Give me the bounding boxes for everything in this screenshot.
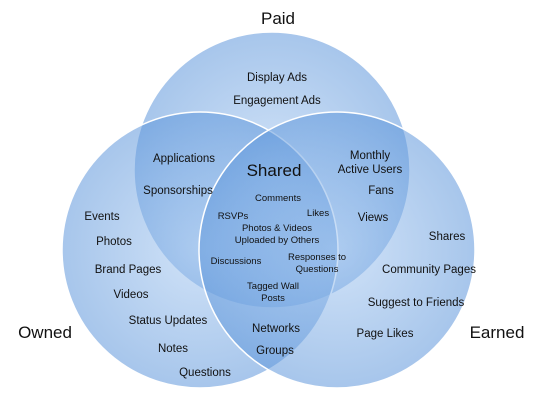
earned-item: Shares [429, 231, 466, 243]
shared-item: Uploaded by Others [235, 235, 320, 246]
shared-item: Comments [255, 193, 301, 204]
shared-item: RSVPs [218, 211, 249, 222]
earned-label: Earned [470, 323, 525, 342]
earned-item: Suggest to Friends [368, 297, 465, 309]
shared-item: Questions [296, 264, 339, 275]
shared-item: Photos & Videos [242, 223, 312, 234]
owned-earned-item: Groups [256, 345, 294, 357]
owned-item: Notes [158, 343, 188, 355]
shared-item: Likes [307, 208, 329, 219]
owned-item: Photos [96, 236, 132, 248]
paid-earned-item: Monthly [350, 150, 391, 162]
owned-item: Events [84, 211, 119, 223]
owned-earned-item: Networks [252, 323, 300, 335]
earned-item: Page Likes [357, 328, 414, 340]
owned-item: Brand Pages [95, 264, 162, 276]
paid-earned-item: Active Users [338, 164, 403, 176]
shared-item: Posts [261, 293, 285, 304]
paid-item: Engagement Ads [233, 95, 321, 107]
paid-owned-item: Sponsorships [143, 185, 213, 197]
shared-item: Discussions [211, 256, 262, 267]
paid-label: Paid [261, 9, 295, 28]
shared-item: Responses to [288, 252, 346, 263]
earned-circle [198, 111, 476, 389]
paid-earned-item: Views [358, 212, 389, 224]
owned-item: Videos [114, 289, 149, 301]
shared-title: Shared [247, 161, 302, 180]
earned-item: Community Pages [382, 264, 476, 276]
owned-label: Owned [18, 323, 72, 342]
paid-earned-item: Fans [368, 185, 394, 197]
paid-item: Display Ads [247, 72, 307, 84]
paid-owned-item: Applications [153, 153, 215, 165]
owned-item: Status Updates [129, 315, 208, 327]
shared-item: Tagged Wall [247, 281, 299, 292]
owned-item: Questions [179, 367, 231, 379]
